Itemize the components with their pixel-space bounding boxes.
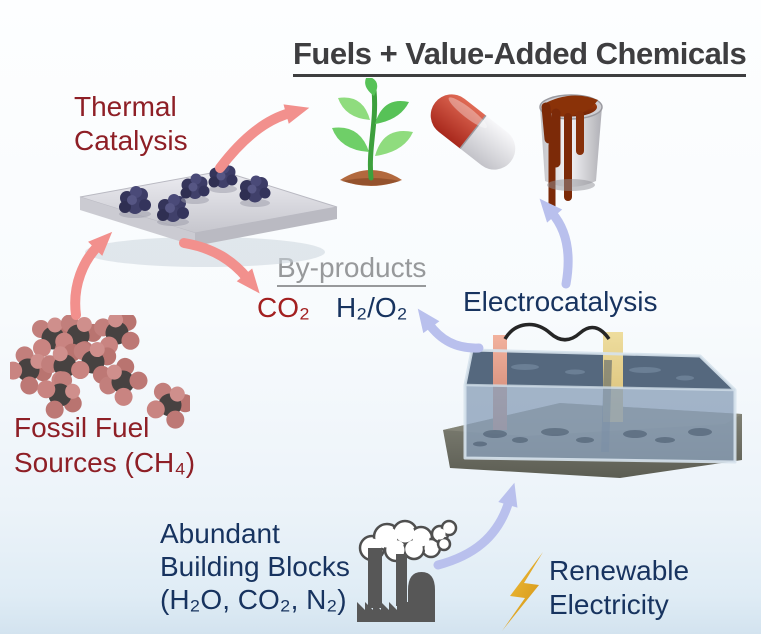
electrode-wire bbox=[503, 322, 611, 342]
building-blocks-line2: Building Blocks bbox=[160, 551, 350, 582]
renewable-line2: Electricity bbox=[549, 589, 669, 620]
building-blocks-line1: Abundant bbox=[160, 518, 280, 549]
paint-can-icon bbox=[539, 94, 603, 213]
lightning-bolt-icon bbox=[502, 552, 543, 631]
methane-molecules-icon bbox=[10, 315, 190, 430]
thermal-catalysis-line2: Catalysis bbox=[74, 125, 188, 156]
fossil-fuel-line2: Sources (CH₄) bbox=[14, 447, 196, 478]
capsule-pill-icon bbox=[430, 94, 516, 170]
electrocatalysis-label: Electrocatalysis bbox=[463, 286, 658, 317]
arrow-electro-to-products bbox=[539, 198, 573, 289]
diagram-title: Fuels + Value-Added Chemicals bbox=[293, 36, 747, 77]
renewable-electricity-label: Renewable Electricity bbox=[549, 554, 689, 622]
co2-label: CO₂ bbox=[257, 292, 310, 323]
h2o2-label: H₂/O₂ bbox=[336, 292, 408, 323]
factory-icon bbox=[357, 519, 458, 622]
building-blocks-line3: (H₂O, CO₂, N₂) bbox=[160, 584, 347, 615]
fossil-fuel-line1: Fossil Fuel bbox=[14, 412, 150, 443]
renewable-line1: Renewable bbox=[549, 555, 690, 586]
building-blocks-label: Abundant Building Blocks (H₂O, CO₂, N₂) bbox=[160, 517, 350, 616]
catalyst-nanoparticles-icon bbox=[79, 162, 338, 267]
thermal-catalysis-label: Thermal Catalysis bbox=[74, 90, 188, 158]
fossil-fuel-label: Fossil Fuel Sources (CH₄) bbox=[14, 410, 195, 480]
seedling-icon bbox=[332, 78, 413, 186]
thermal-catalysis-line1: Thermal bbox=[74, 91, 177, 122]
electrolysis-cell-icon bbox=[443, 322, 742, 478]
nanoparticle-clusters bbox=[119, 162, 271, 226]
